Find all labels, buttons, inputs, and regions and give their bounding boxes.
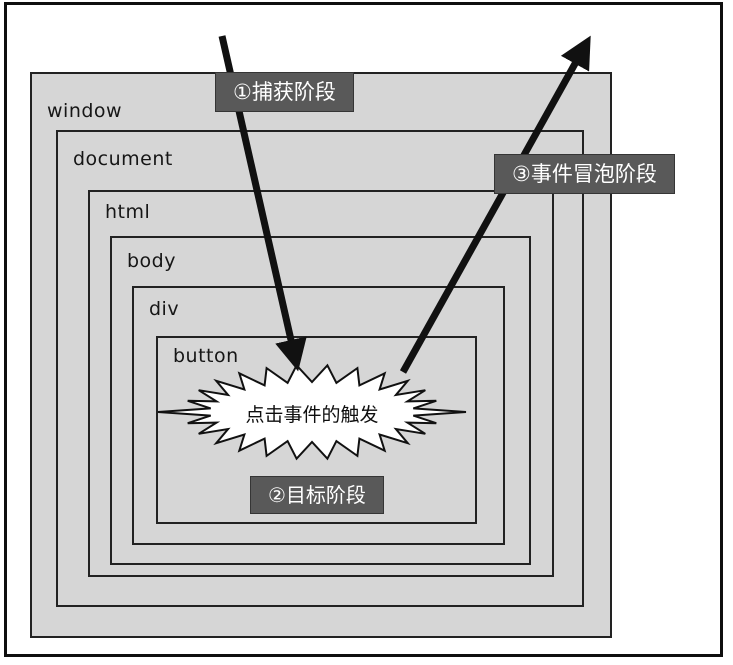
box-div-label: div [149,298,180,320]
box-button-label: button [173,345,239,367]
event-trigger-text: 点击事件的触发 [245,404,379,426]
capture-phase-label: ①捕获阶段 [215,72,354,112]
bubble-phase-label: ③事件冒泡阶段 [494,154,675,194]
box-html-label: html [105,201,151,223]
target-phase-label: ②目标阶段 [250,476,384,514]
box-document-label: document [73,148,173,170]
box-body-label: body [127,250,176,272]
box-window-label: window [47,100,123,122]
